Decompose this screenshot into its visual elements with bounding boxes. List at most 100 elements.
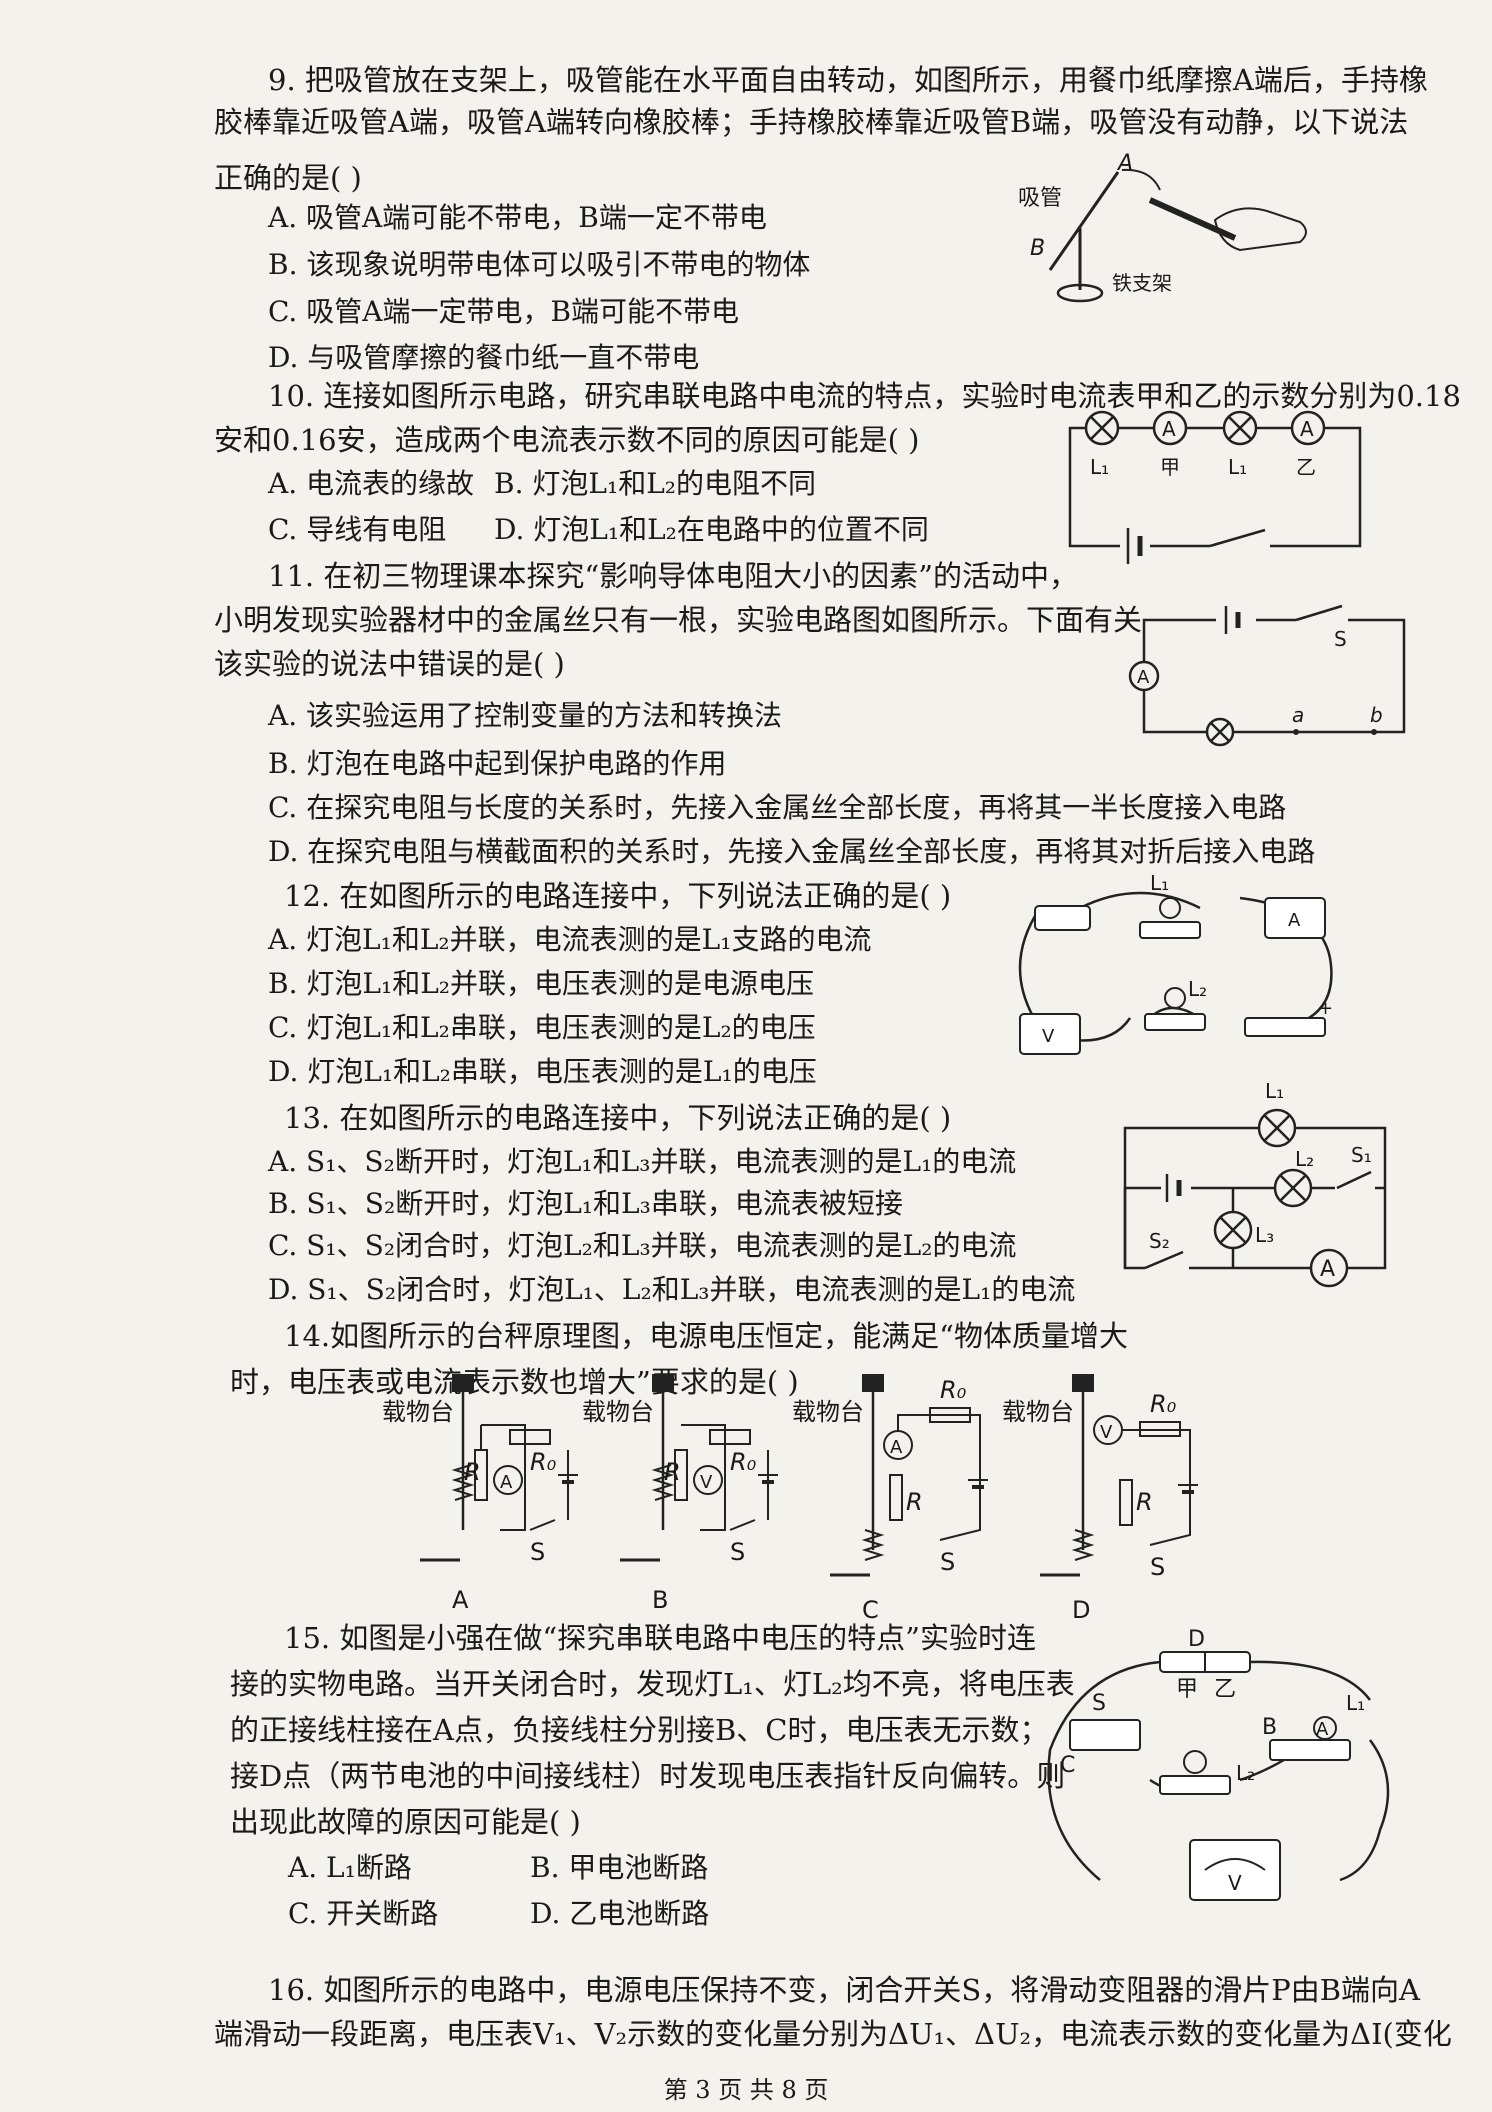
q13-option-c: C. S₁、S₂闭合时，灯泡L₂和L₃并联，电流表测的是L₂的电流 (268, 1229, 1017, 1262)
q10-ammeter-1-symbol: A (1162, 417, 1176, 441)
q10-series-circuit-figure: A A L₁ 甲 L₁ 乙 (1060, 406, 1370, 564)
q10-label-yi: 乙 (1296, 455, 1316, 479)
q14-b-r-label: R (664, 1458, 681, 1486)
q9-option-b: B. 该现象说明带电体可以吸引不带电的物体 (268, 248, 811, 281)
q12-ammeter-symbol: A (1288, 910, 1301, 931)
q12-label-l1: L₁ (1150, 871, 1169, 895)
q15-option-c: C. 开关断路 (288, 1897, 439, 1930)
q12-option-b: B. 灯泡L₁和L₂并联，电压表测的是电源电压 (268, 967, 815, 1000)
q10-ammeter-2-symbol: A (1300, 417, 1314, 441)
q15-stem-line-5: 出现此故障的原因可能是( ) (230, 1805, 581, 1839)
q15-stem-line-4: 接D点（两节电池的中间接线柱）时发现电压表指针反向偏转。则 (230, 1759, 1066, 1793)
q11-label-b: b (1370, 703, 1383, 727)
q12-label-l2: L₂ (1188, 977, 1207, 1001)
q15-voltmeter-symbol: V (1228, 1871, 1242, 1895)
q16-stem-line-1: 16. 如图所示的电路中，电源电压保持不变，闭合开关S，将滑动变阻器的滑片P由B… (268, 1973, 1420, 2007)
q9-option-a: A. 吸管A端可能不带电，B端一定不带电 (268, 201, 767, 234)
q10-stem-line-1: 10. 连接如图所示电路，研究串联电路中电流的特点，实验时电流表甲和乙的示数分别… (268, 379, 1461, 413)
q14-b-platform-label: 载物台 (582, 1398, 654, 1426)
q13-ammeter-symbol: A (1320, 1257, 1335, 1282)
q14-a-r0-label: R₀ (530, 1448, 557, 1476)
q15-label-d: D (1188, 1627, 1205, 1652)
q15-label-l2: L₂ (1236, 1761, 1255, 1785)
q14-c-r0-label: R₀ (940, 1376, 967, 1404)
q11-stem-line-2: 小明发现实验器材中的金属丝只有一根，实验电路图如图所示。下面有关 (214, 603, 1143, 637)
q13-circuit-figure: L₁ L₂ S₁ L₃ S₂ A (1115, 1079, 1435, 1320)
q13-stem: 13. 在如图所示的电路连接中，下列说法正确的是( ) (284, 1101, 952, 1135)
q15-option-a: A. L₁断路 (288, 1851, 412, 1884)
q14-panel-c: 载物台 A R R₀ S C (792, 1374, 988, 1624)
q15-option-b: B. 甲电池断路 (530, 1851, 709, 1884)
q14-b-s-label: S (730, 1538, 745, 1566)
q11-label-a: a (1292, 703, 1304, 727)
q11-stem-line-3: 该实验的说法中错误的是( ) (214, 647, 565, 681)
q10-label-l2: L₁ (1228, 455, 1247, 479)
q11-stem-line-1: 11. 在初三物理课本探究“影响导体电阻大小的因素”的活动中， (268, 559, 1078, 593)
q12-stem: 12. 在如图所示的电路连接中，下列说法正确的是( ) (284, 879, 952, 913)
q14-a-meter: A (500, 1472, 513, 1493)
page-footer: 第 3 页 共 8 页 (663, 2076, 829, 2104)
q10-option-d: D. 灯泡L₁和L₂在电路中的位置不同 (494, 513, 929, 546)
q10-option-c: C. 导线有电阻 (268, 513, 447, 546)
q10-label-l1: L₁ (1090, 455, 1109, 479)
q13-option-d: D. S₁、S₂闭合时，灯泡L₁、L₂和L₃并联，电流表测的是L₁的电流 (268, 1273, 1076, 1306)
q14-c-s-label: S (940, 1548, 955, 1576)
q14-d-r0-label: R₀ (1150, 1390, 1177, 1418)
q12-option-a: A. 灯泡L₁和L₂并联，电流表测的是L₁支路的电流 (268, 923, 872, 956)
q14-panel-a: 载物台 R₀ R A S A (382, 1374, 578, 1614)
q14-panel-b: 载物台 R₀ R V S B (582, 1374, 778, 1614)
q15-label-yi: 乙 (1214, 1677, 1236, 1702)
q9-option-d: D. 与吸管摩擦的餐巾纸一直不带电 (268, 341, 700, 374)
q12-plus-sign: + (1318, 998, 1333, 1019)
q11-label-s: S (1334, 627, 1347, 651)
q9-label-stand: 铁支架 (1112, 271, 1172, 295)
q14-scale-figures: 载物台 R₀ R A S A 载物台 (380, 1370, 1198, 1624)
q14-a-s-label: S (530, 1538, 545, 1566)
q15-label-jia: 甲 (1176, 1677, 1198, 1702)
q13-label-s1: S₁ (1351, 1143, 1372, 1167)
q11-option-b: B. 灯泡在电路中起到保护电路的作用 (268, 747, 727, 780)
q9-stem-line-2: 胶棒靠近吸管A端，吸管A端转向橡胶棒；手持橡胶棒靠近吸管B端，吸管没有动静，以下… (214, 105, 1409, 139)
q10-option-b: B. 灯泡L₁和L₂的电阻不同 (494, 467, 817, 500)
q14-stem-line-2: 时，电压表或电流表示数也增大”要求的是( ) (230, 1365, 799, 1399)
q14-stem-line-1: 14.如图所示的台秤原理图，电源电压恒定，能满足“物体质量增大 (284, 1319, 1128, 1353)
q14-a-r-label: R (464, 1458, 481, 1486)
q14-a-platform-label: 载物台 (382, 1398, 454, 1426)
q13-label-l1: L₁ (1265, 1079, 1284, 1103)
q9-stem-line-1: 9. 把吸管放在支架上，吸管能在水平面自由转动，如图所示，用餐巾纸摩擦A端后，手… (268, 63, 1428, 97)
q9-label-b: B (1030, 236, 1045, 261)
q15-label-b: B (1262, 1715, 1277, 1740)
q14-d-r-label: R (1136, 1488, 1153, 1516)
q14-d-meter: V (1100, 1422, 1113, 1443)
q9-label-straw: 吸管 (1018, 186, 1062, 211)
q15-stem-line-2: 接的实物电路。当开关闭合时，发现灯L₁、灯L₂均不亮，将电压表 (230, 1667, 1075, 1701)
q15-physical-circuit-figure: D 甲 乙 S C L₂ B A L₁ V (1040, 1627, 1420, 1930)
q13-label-s2: S₂ (1149, 1229, 1170, 1253)
q11-option-a: A. 该实验运用了控制变量的方法和转换法 (268, 699, 783, 732)
q13-label-l2: L₂ (1295, 1147, 1314, 1171)
q11-ammeter-symbol: A (1137, 667, 1150, 688)
q14-d-s-label: S (1150, 1553, 1165, 1581)
q13-label-l3: L₃ (1255, 1223, 1274, 1247)
q14-d-letter: D (1072, 1596, 1090, 1624)
q14-c-r-label: R (906, 1488, 923, 1516)
q16-stem-line-2: 端滑动一段距离，电压表V₁、V₂示数的变化量分别为ΔU₁、ΔU₂，电流表示数的变… (214, 2017, 1452, 2051)
q13-option-b: B. S₁、S₂断开时，灯泡L₁和L₃串联，电流表被短接 (268, 1187, 903, 1220)
q14-a-letter: A (452, 1586, 469, 1614)
q9-option-c: C. 吸管A端一定带电，B端可能不带电 (268, 295, 740, 328)
q12-option-c: C. 灯泡L₁和L₂串联，电压表测的是L₂的电压 (268, 1011, 816, 1044)
q14-b-r0-label: R₀ (730, 1448, 757, 1476)
q14-c-meter: A (890, 1437, 903, 1458)
q15-label-l1: L₁ (1346, 1691, 1365, 1715)
q14-c-letter: C (862, 1596, 879, 1624)
q15-label-s: S (1092, 1691, 1106, 1716)
q9-stem-line-3: 正确的是( ) (214, 161, 362, 195)
q14-panel-d: 载物台 V R R₀ S D (1002, 1374, 1198, 1624)
q15-option-d: D. 乙电池断路 (530, 1897, 710, 1930)
q12-option-d: D. 灯泡L₁和L₂串联，电压表测的是L₁的电压 (268, 1055, 817, 1088)
q14-c-platform-label: 载物台 (792, 1398, 864, 1426)
q11-option-d: D. 在探究电阻与横截面积的关系时，先接入金属丝全部长度，再将其对折后接入电路 (268, 835, 1316, 868)
q15-label-c: C (1060, 1753, 1075, 1778)
q10-option-a: A. 电流表的缘故 (268, 467, 475, 500)
